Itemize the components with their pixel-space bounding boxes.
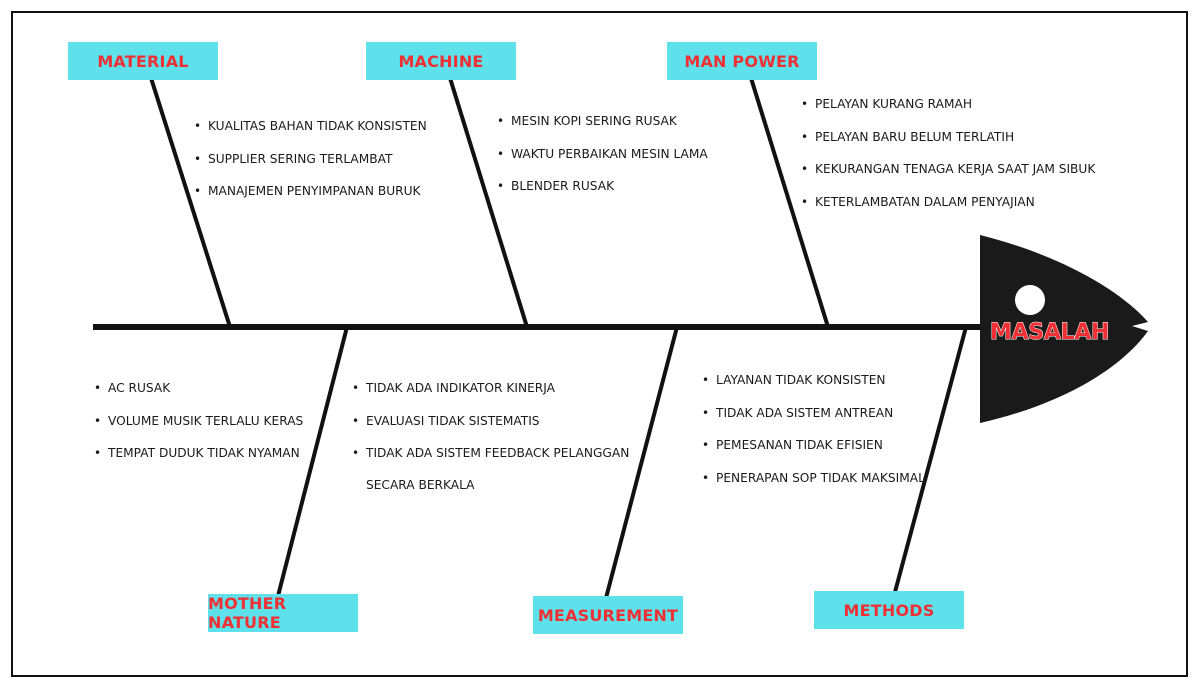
fish-eye <box>1015 285 1045 315</box>
cause-item: MANAJEMEN PENYIMPANAN BURUK <box>194 182 427 215</box>
material-cause-list: KUALITAS BAHAN TIDAK KONSISTEN SUPPLIER … <box>194 117 427 215</box>
bone-mother-nature <box>276 326 349 597</box>
diagram-frame <box>11 11 1188 677</box>
category-measurement-box: MEASUREMENT <box>533 596 683 634</box>
category-machine-box: MACHINE <box>366 42 516 80</box>
cause-line-2: SECARA BERKALA <box>366 478 475 493</box>
cause-item: TIDAK ADA SISTEM ANTREAN <box>702 404 925 437</box>
bone-machine <box>448 77 529 328</box>
cause-item: MESIN KOPI SERING RUSAK <box>497 112 708 145</box>
bone-methods <box>893 326 968 593</box>
category-man-power-box: MAN POWER <box>667 42 817 80</box>
cause-item: PELAYAN BARU BELUM TERLATIH <box>801 128 1095 161</box>
bone-measurement <box>604 326 679 599</box>
category-material-box: MATERIAL <box>68 42 218 80</box>
fish-head-shape <box>980 235 1148 423</box>
man-power-cause-list: PELAYAN KURANG RAMAH PELAYAN BARU BELUM … <box>801 95 1095 225</box>
cause-item: TIDAK ADA INDIKATOR KINERJA <box>352 379 629 412</box>
cause-item: TEMPAT DUDUK TIDAK NYAMAN <box>94 444 303 477</box>
cause-item: PENERAPAN SOP TIDAK MAKSIMAL <box>702 469 925 502</box>
cause-item: TIDAK ADA SISTEM FEEDBACK PELANGGAN SECA… <box>352 444 629 494</box>
cause-item: EVALUASI TIDAK SISTEMATIS <box>352 412 629 445</box>
cause-item: SUPPLIER SERING TERLAMBAT <box>194 150 427 183</box>
cause-item: BLENDER RUSAK <box>497 177 708 210</box>
cause-line-1: TIDAK ADA SISTEM FEEDBACK PELANGGAN <box>366 446 630 461</box>
cause-item: PEMESANAN TIDAK EFISIEN <box>702 436 925 469</box>
bone-man-power <box>749 77 830 328</box>
cause-item: LAYANAN TIDAK KONSISTEN <box>702 371 925 404</box>
mother-nature-cause-list: AC RUSAK VOLUME MUSIK TERLALU KERAS TEMP… <box>94 379 303 477</box>
category-mother-nature-box: MOTHER NATURE <box>208 594 358 632</box>
category-methods-box: METHODS <box>814 591 964 629</box>
bone-material <box>149 77 232 328</box>
measurement-cause-list: TIDAK ADA INDIKATOR KINERJA EVALUASI TID… <box>352 379 629 494</box>
machine-cause-list: MESIN KOPI SERING RUSAK WAKTU PERBAIKAN … <box>497 112 708 210</box>
cause-item: WAKTU PERBAIKAN MESIN LAMA <box>497 145 708 178</box>
methods-cause-list: LAYANAN TIDAK KONSISTEN TIDAK ADA SISTEM… <box>702 371 925 501</box>
problem-label: MASALAH <box>989 320 1110 346</box>
cause-item: KETERLAMBATAN DALAM PENYAJIAN <box>801 193 1095 226</box>
cause-item: AC RUSAK <box>94 379 303 412</box>
cause-item: PELAYAN KURANG RAMAH <box>801 95 1095 128</box>
cause-item: VOLUME MUSIK TERLALU KERAS <box>94 412 303 445</box>
cause-item: KEKURANGAN TENAGA KERJA SAAT JAM SIBUK <box>801 160 1095 193</box>
cause-item: KUALITAS BAHAN TIDAK KONSISTEN <box>194 117 427 150</box>
